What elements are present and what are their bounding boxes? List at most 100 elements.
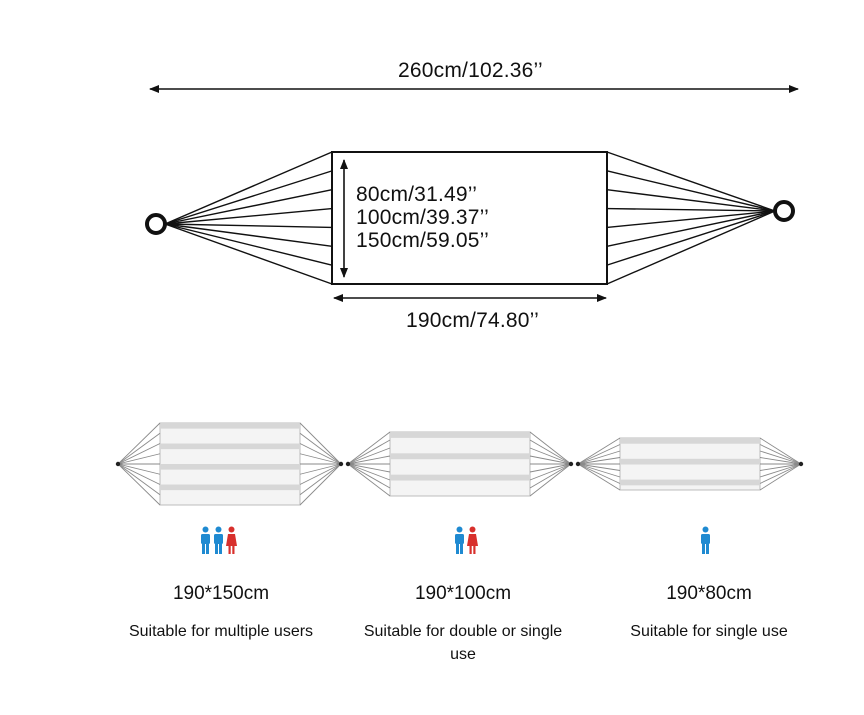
male-person-icon — [701, 526, 710, 554]
mini-hammock-string — [117, 422, 161, 465]
mini-hammock-string — [529, 463, 572, 497]
mini-hammock-string — [577, 463, 621, 471]
mini-hammock-string — [347, 447, 391, 465]
mini-hammock-string — [529, 447, 572, 465]
mini-hammock-string — [577, 437, 621, 465]
mini-hammock-string — [529, 463, 572, 473]
mini-hammock-string — [117, 463, 161, 485]
mini-hammock-string — [759, 444, 802, 465]
male-person-icon — [201, 526, 210, 554]
mini-hammocks — [115, 422, 804, 506]
right-ring-icon — [773, 200, 795, 222]
mini-hammock-knot — [798, 461, 804, 467]
bed-length-label: 190cm/74.80’’ — [406, 309, 539, 332]
mini-hammock-string — [759, 463, 802, 484]
width-label-80: 80cm/31.49’’ — [356, 183, 478, 206]
hammock-string — [606, 207, 776, 212]
mini-hammock-string — [759, 437, 802, 465]
hammock-string — [164, 170, 333, 225]
mini-hammock-string — [577, 444, 621, 465]
mini-hammock-string — [299, 463, 342, 475]
female-person-icon — [467, 526, 478, 554]
mini-hammock-string — [529, 431, 572, 465]
mini-hammock — [115, 422, 344, 506]
hammock-string — [164, 189, 333, 225]
mini-hammock-string — [529, 455, 572, 465]
mini-hammock-string — [117, 463, 161, 496]
mini-hammock-stripe — [160, 443, 300, 450]
mini-hammock-string — [577, 463, 621, 478]
male-person-icon — [214, 526, 223, 554]
mini-hammock-string — [117, 463, 161, 475]
mini-hammock — [345, 431, 574, 497]
mini-hammock-string — [347, 455, 391, 465]
mini-hammock-string — [347, 431, 391, 465]
size-label-150: 190*150cm — [172, 583, 270, 604]
mini-hammock-string — [299, 463, 342, 485]
people-icons-multiple — [199, 526, 240, 556]
left-ring-icon — [145, 213, 167, 235]
hammock-string — [606, 189, 776, 212]
hammock-string — [164, 151, 333, 225]
mini-hammock-string — [117, 453, 161, 465]
mini-hammock-stripe — [390, 474, 530, 481]
mini-hammock-string — [577, 457, 621, 465]
mini-hammock-string — [117, 443, 161, 465]
mini-hammock-stripe — [160, 484, 300, 491]
mini-hammock-string — [347, 463, 391, 489]
use-label-single: Suitable for single use — [630, 623, 788, 640]
mini-hammock-knot — [575, 461, 581, 467]
mini-hammock-string — [759, 463, 802, 491]
mini-hammock-knot — [568, 461, 574, 467]
hammock-string — [606, 151, 776, 212]
hammock-string — [606, 210, 776, 285]
mini-hammock-string — [299, 432, 342, 465]
hammock-string — [606, 210, 776, 247]
hammock-string — [164, 223, 333, 229]
people-icons-double — [453, 526, 481, 556]
hammock-string — [606, 210, 776, 266]
hammock-string — [606, 170, 776, 212]
hammock-string — [164, 223, 333, 247]
mini-hammock-string — [347, 439, 391, 465]
mini-hammock-string — [299, 422, 342, 465]
width-label-150: 150cm/59.05’’ — [356, 229, 489, 252]
mini-hammock-string — [577, 450, 621, 465]
use-label-multiple: Suitable for multiple users — [128, 623, 314, 640]
mini-hammock-string — [759, 463, 802, 478]
hammock-string — [606, 210, 776, 229]
left-strings — [164, 151, 333, 285]
mini-hammock-string — [299, 443, 342, 465]
mini-hammock-string — [529, 463, 572, 489]
use-label-double: Suitable for double or single use — [363, 623, 563, 663]
mini-hammock-string — [529, 439, 572, 465]
size-label-80: 190*80cm — [666, 583, 752, 604]
hammock-outline — [145, 151, 795, 285]
mini-hammock-stripe — [160, 423, 300, 429]
mini-hammock-string — [299, 453, 342, 465]
hammock-string — [164, 207, 333, 225]
mini-hammock-stripe — [620, 438, 760, 444]
mini-hammock-stripe — [390, 432, 530, 438]
mini-hammock-knot — [345, 461, 351, 467]
mini-hammock-string — [117, 432, 161, 465]
mini-hammock-string — [347, 463, 391, 497]
mini-hammock-bed — [389, 431, 531, 497]
mini-hammock-string — [347, 463, 391, 481]
people-icons-single — [699, 526, 714, 556]
people-icon-group — [455, 526, 478, 554]
hammock-bed — [331, 151, 608, 285]
mini-hammock-string — [577, 463, 621, 491]
width-label-100: 100cm/39.37’’ — [356, 206, 489, 229]
hammock-string — [164, 223, 333, 266]
mini-hammock-string — [117, 463, 161, 506]
mini-hammock — [575, 437, 804, 491]
mini-hammock-string — [759, 463, 802, 471]
mini-hammock-stripe — [620, 458, 760, 465]
mini-hammock-string — [759, 457, 802, 465]
mini-hammock-knot — [115, 461, 121, 467]
total-length-label: 260cm/102.36’’ — [398, 59, 543, 82]
female-person-icon — [226, 526, 237, 554]
hammock-string — [164, 223, 333, 285]
